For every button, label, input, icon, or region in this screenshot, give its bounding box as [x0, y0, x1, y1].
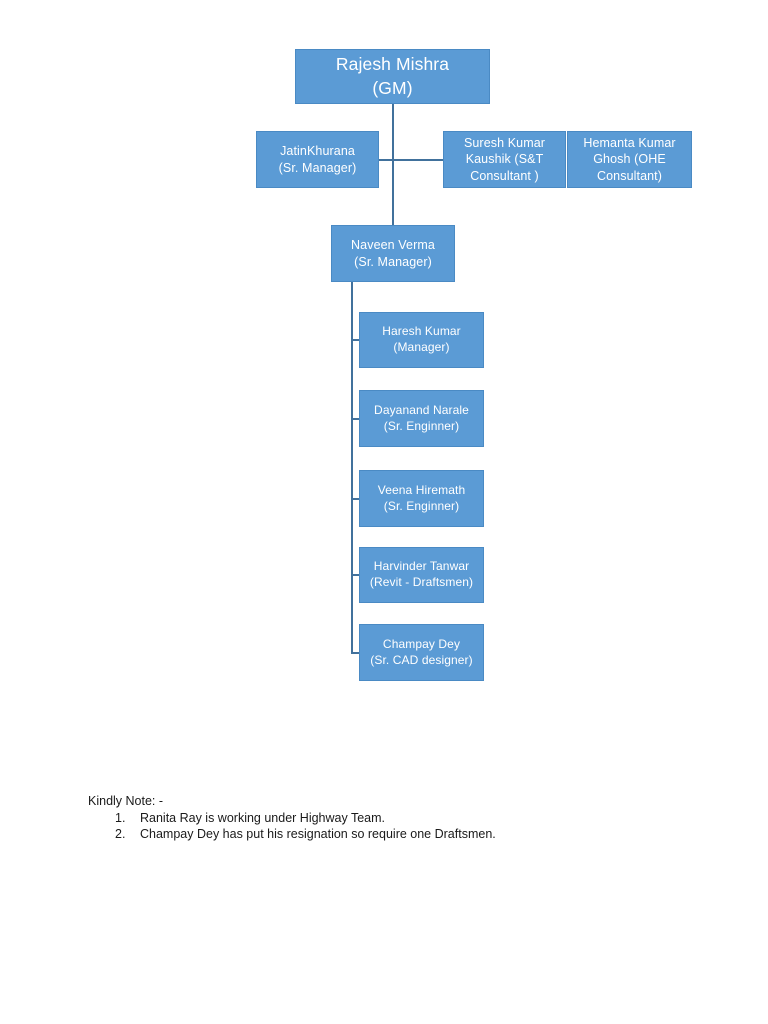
- org-node-dayanand-narale[interactable]: Dayanand Narale (Sr. Enginner): [359, 390, 484, 447]
- org-node-jatin-khurana-name: JatinKhurana: [280, 144, 355, 158]
- connector-stub-veena: [351, 498, 360, 500]
- connector-reports-spine: [351, 282, 353, 653]
- connector-stub-dayanand: [351, 418, 360, 420]
- org-node-veena-hiremath-role: (Sr. Enginner): [383, 498, 460, 513]
- connector-stub-haresh: [351, 339, 360, 341]
- org-node-champay-dey-name: Champay Dey: [382, 636, 461, 651]
- org-node-naveen-verma-role: (Sr. Manager): [354, 254, 432, 269]
- org-node-champay-dey[interactable]: Champay Dey (Sr. CAD designer): [359, 624, 484, 681]
- org-node-jatin-khurana[interactable]: JatinKhurana (Sr. Manager): [256, 131, 379, 188]
- connector-level2-horizontal: [379, 159, 444, 161]
- org-node-suresh-kumar-kaushik-line3: Consultant ): [470, 168, 539, 183]
- org-node-hemanta-kumar-ghosh-line1: Hemanta Kumar: [583, 135, 676, 150]
- org-node-veena-hiremath[interactable]: Veena Hiremath (Sr. Enginner): [359, 470, 484, 527]
- org-node-naveen-verma[interactable]: Naveen Verma (Sr. Manager): [331, 225, 455, 282]
- org-node-hemanta-kumar-ghosh-line2: Ghosh (OHE: [593, 152, 666, 167]
- connector-stub-harvinder: [351, 574, 360, 576]
- org-node-veena-hiremath-name: Veena Hiremath: [377, 482, 466, 497]
- org-node-suresh-kumar-kaushik-line1: Suresh Kumar: [463, 135, 546, 150]
- org-node-gm[interactable]: Rajesh Mishra (GM): [295, 49, 490, 104]
- org-node-haresh-kumar-name: Haresh Kumar: [382, 324, 461, 339]
- org-node-dayanand-narale-name: Dayanand Narale: [374, 402, 469, 417]
- org-node-gm-role: (GM): [372, 77, 413, 98]
- notes-list: 1. Ranita Ray is working under Highway T…: [88, 810, 496, 842]
- notes-title: Kindly Note: -: [88, 794, 164, 808]
- org-node-gm-name: Rajesh Mishra: [335, 54, 450, 75]
- notes-list-item: 2. Champay Dey has put his resignation s…: [88, 826, 496, 842]
- notes-item-number: 2.: [115, 827, 126, 841]
- org-node-harvinder-tanwar[interactable]: Harvinder Tanwar (Revit - Draftsmen): [359, 547, 484, 603]
- connector-gm-vertical: [392, 104, 394, 226]
- notes-list-item: 1. Ranita Ray is working under Highway T…: [88, 810, 496, 826]
- org-node-dayanand-narale-role: (Sr. Enginner): [383, 418, 460, 433]
- org-node-hemanta-kumar-ghosh[interactable]: Hemanta Kumar Ghosh (OHE Consultant): [567, 131, 692, 188]
- notes-item-number: 1.: [115, 811, 126, 825]
- org-node-suresh-kumar-kaushik-line2: Kaushik (S&T: [465, 152, 544, 167]
- org-node-jatin-khurana-role: (Sr. Manager): [278, 160, 357, 175]
- org-node-suresh-kumar-kaushik[interactable]: Suresh Kumar Kaushik (S&T Consultant ): [443, 131, 566, 188]
- notes-item-text: Champay Dey has put his resignation so r…: [140, 827, 496, 841]
- org-node-haresh-kumar[interactable]: Haresh Kumar (Manager): [359, 312, 484, 368]
- connector-stub-champay: [351, 652, 360, 654]
- org-node-harvinder-tanwar-name: Harvinder Tanwar: [373, 559, 470, 574]
- org-node-naveen-verma-name: Naveen Verma: [351, 238, 435, 252]
- notes-item-text: Ranita Ray is working under Highway Team…: [140, 811, 386, 825]
- org-node-champay-dey-role: (Sr. CAD designer): [370, 652, 473, 667]
- org-node-harvinder-tanwar-role: (Revit - Draftsmen): [369, 575, 474, 589]
- org-node-hemanta-kumar-ghosh-line3: Consultant): [596, 168, 663, 183]
- org-node-haresh-kumar-role: (Manager): [393, 340, 450, 354]
